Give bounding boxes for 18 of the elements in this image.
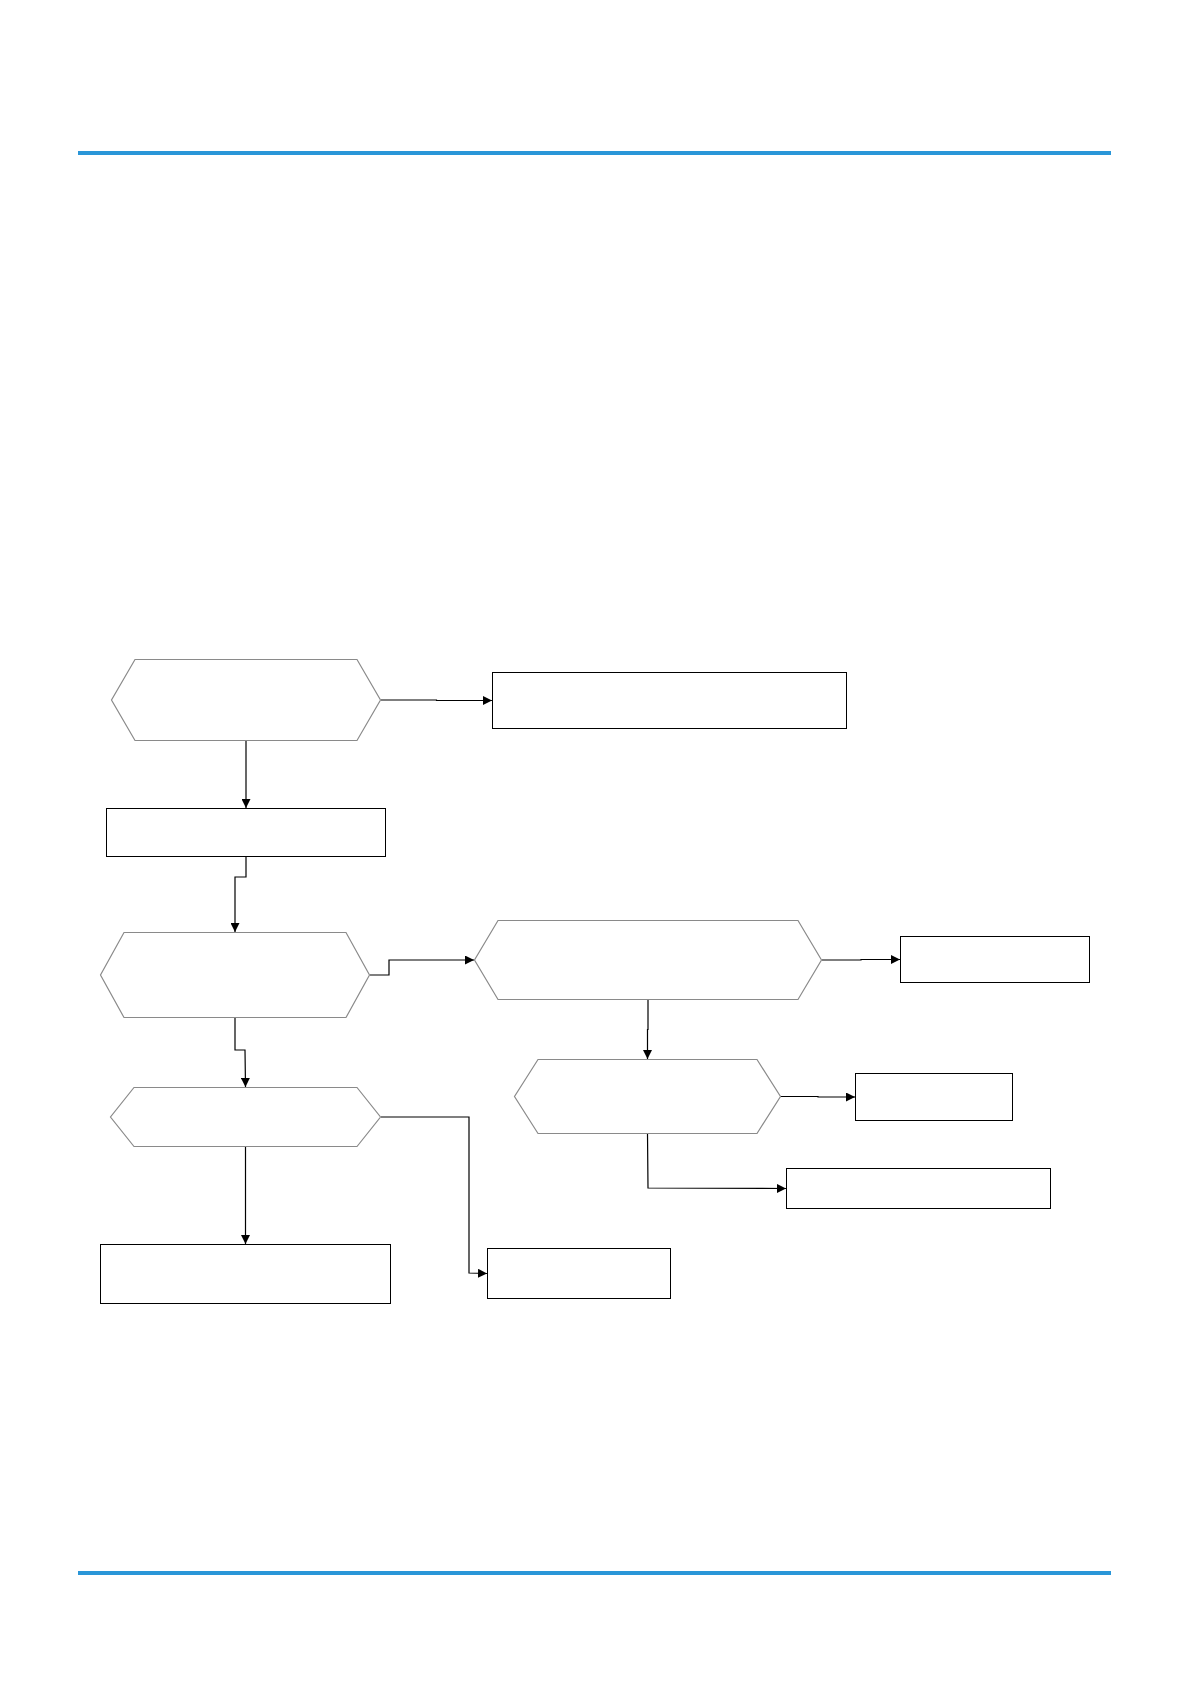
arrow [369,955,475,976]
arrow [241,1146,250,1245]
process-box [855,1073,1013,1121]
process-box [106,808,386,857]
process-box [487,1248,671,1299]
process-box [900,936,1090,983]
arrow [780,1092,856,1102]
arrow [643,999,652,1060]
arrow [234,1017,250,1088]
arrow [380,696,493,705]
arrow [380,1116,488,1278]
process-box [100,1244,391,1304]
arrow [821,955,901,964]
process-box [492,672,847,729]
arrow [230,856,247,933]
process-box [786,1168,1051,1209]
arrow [646,1133,787,1193]
arrow [241,740,251,809]
